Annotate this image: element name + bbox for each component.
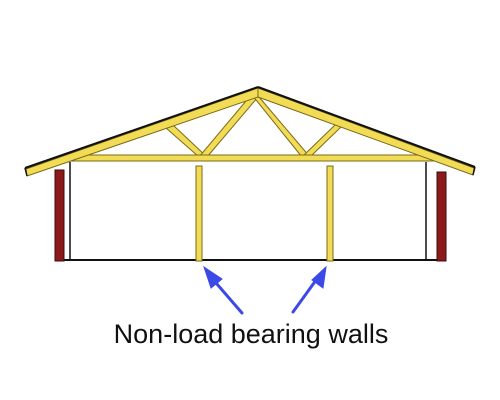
- left-rafter-end: [24, 167, 28, 177]
- web-right-outer: [301, 123, 343, 158]
- right-rafter-end: [472, 166, 476, 176]
- load-bearing-walls: [54, 169, 447, 262]
- left-rafter-top-edge: [24, 86, 259, 169]
- roof-truss: [24, 86, 476, 177]
- right-exterior-wall: [436, 171, 447, 262]
- room-outline: [56, 162, 444, 261]
- caption-text: Non-load bearing walls: [114, 319, 389, 349]
- web-left-outer: [165, 124, 208, 158]
- left-exterior-wall: [54, 169, 65, 262]
- arrow-left-head: [203, 265, 223, 289]
- pointer-arrows: [203, 265, 327, 315]
- right-rafter-top-edge: [257, 86, 476, 168]
- interior-wall-left: [195, 165, 203, 262]
- bottom-chord: [61, 154, 445, 162]
- non-load-bearing-walls: [195, 165, 334, 262]
- arrow-right-head: [311, 265, 327, 289]
- right-rafter: [257, 87, 475, 176]
- interior-wall-right: [326, 165, 334, 262]
